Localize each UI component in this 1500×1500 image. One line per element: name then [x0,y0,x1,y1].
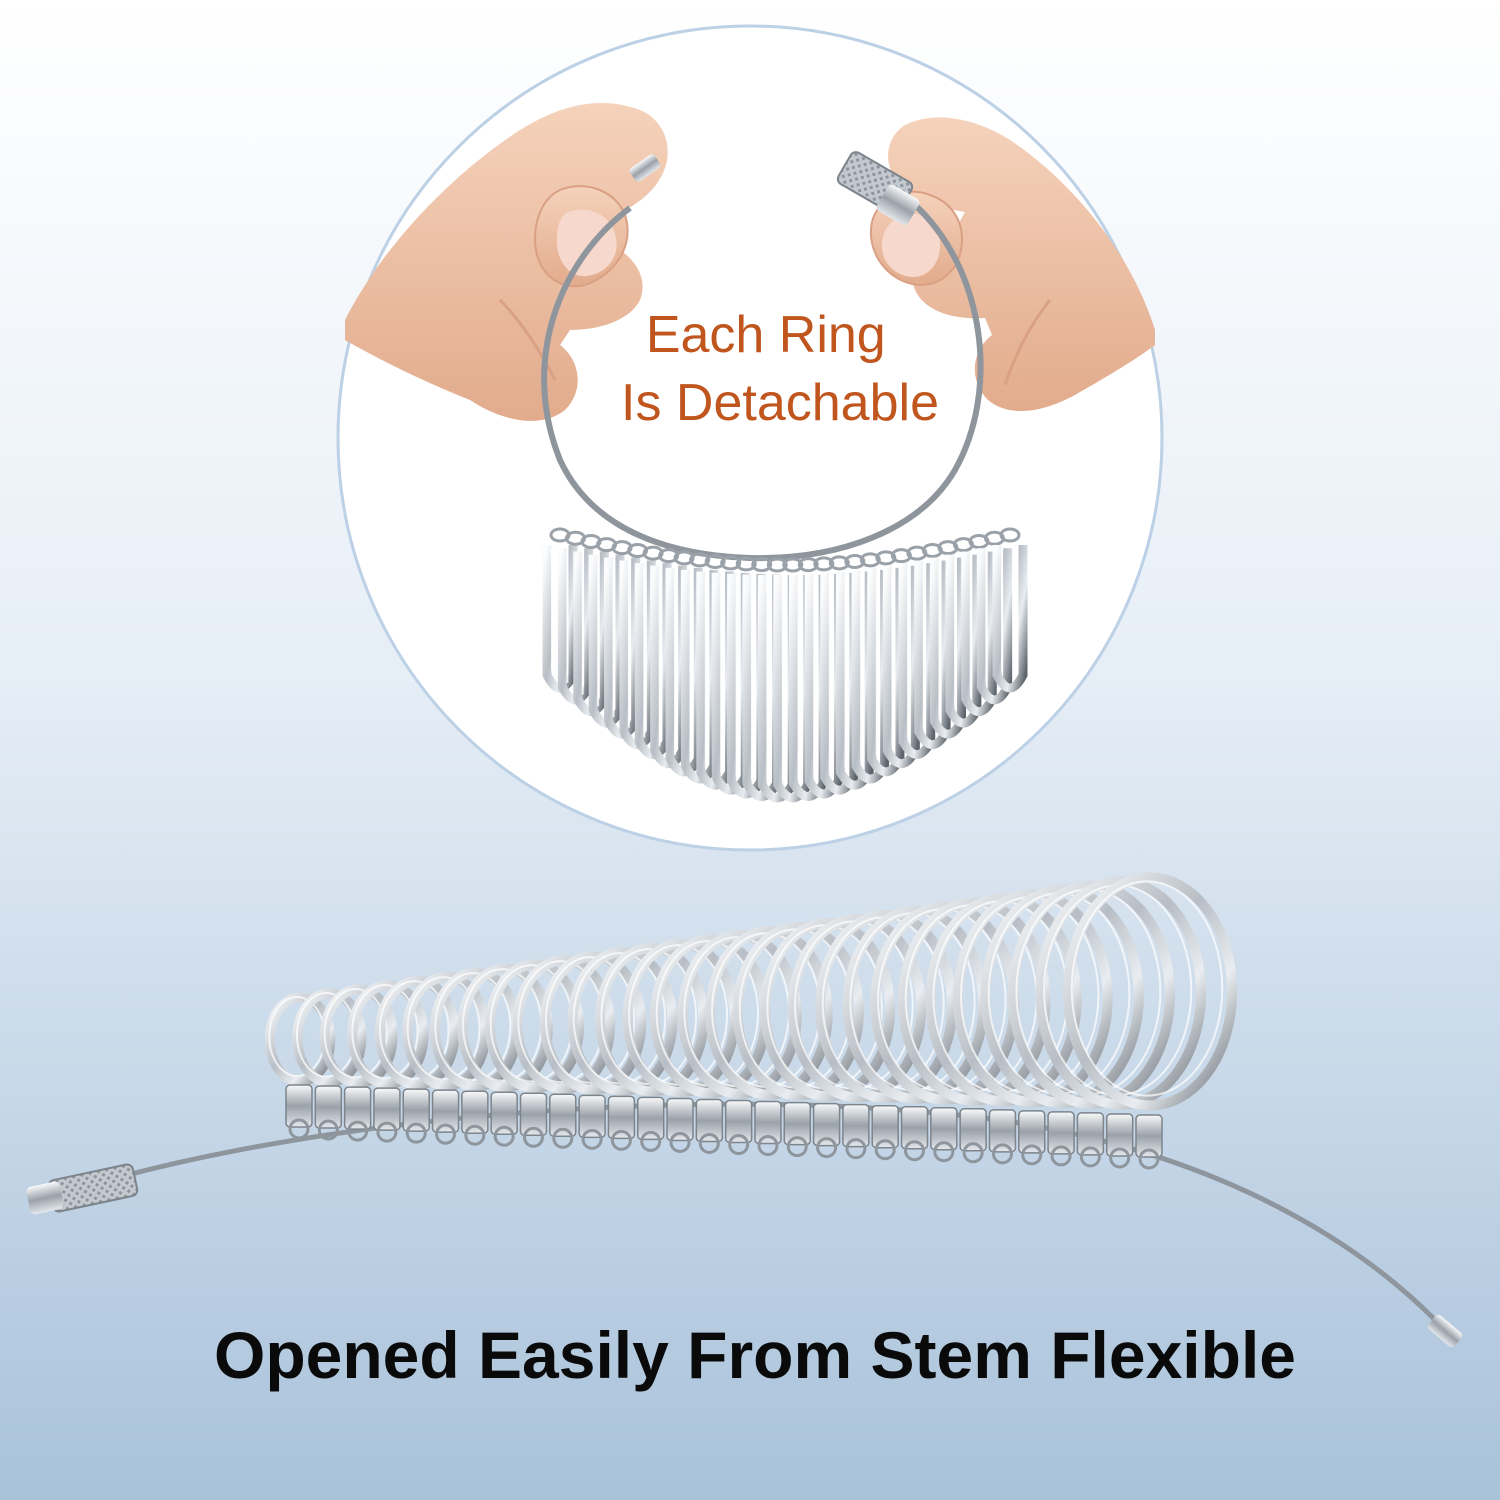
hanging-rings [542,527,1028,803]
detail-inset: Each Ring Is Detachable [336,24,1164,852]
callout-text: Each Ring Is Detachable [621,306,939,432]
wire-ring [484,959,585,1148]
hanging-ring [788,557,828,801]
wire-ring [539,951,647,1150]
callout-line-2: Is Detachable [621,374,939,432]
wire-ring [567,946,678,1151]
ring-sizer-set [26,872,1463,1348]
screw-cap [876,184,920,226]
callout-line-1: Each Ring [646,306,886,364]
wire-ring [347,980,429,1143]
hanging-ring [804,556,843,799]
right-end-cap [1427,1314,1463,1348]
headline: Opened Easily From Stem Flexible [214,1318,1296,1392]
hanging-ring [851,552,890,784]
wire-ring [512,955,616,1149]
left-end-cap [26,1181,64,1215]
wire-ring [319,984,398,1142]
wire-ring [292,988,367,1141]
left-hand [345,102,668,421]
wire-end-left [629,154,661,182]
wire-rings [264,872,1238,1170]
hanging-ring [820,555,859,795]
wire-ring [374,975,460,1144]
hanging-ring [835,554,874,790]
wire-ring [1062,872,1238,1170]
hanging-ring [992,527,1028,693]
